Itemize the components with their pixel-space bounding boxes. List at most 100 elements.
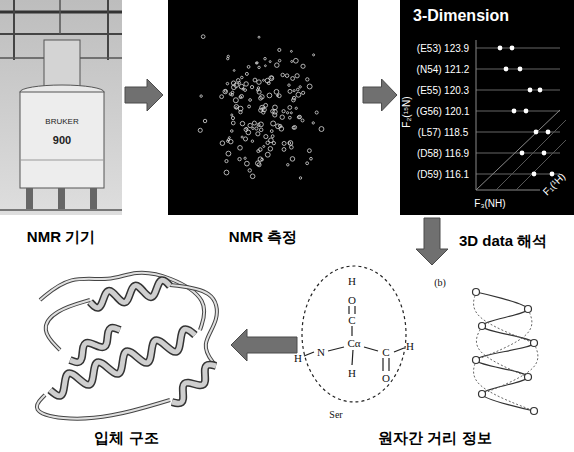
nmr-instrument-photo: [0, 209, 122, 211]
nmr-instrument-photo: [59, 0, 61, 34]
spectrum-peak: [268, 147, 272, 151]
spectrum-peak: [233, 98, 238, 103]
spectrum-peak: [287, 164, 289, 166]
three-d-spectrum: [476, 111, 560, 112]
spectrum-peak: [293, 90, 295, 92]
spectrum-peak: [510, 46, 515, 51]
atom-label: (b): [434, 277, 446, 288]
axis-label: F₃(NH): [474, 198, 505, 209]
spectrum-peak: [319, 127, 324, 132]
protein-ribbon: [40, 273, 204, 330]
spectrum-peak: [220, 141, 225, 146]
spectrum-peak: [241, 136, 243, 138]
spectrum-peak: [244, 82, 248, 86]
protein-ribbon: [90, 280, 170, 308]
spectrum-peak: [224, 90, 226, 92]
molecule-drawing: [364, 347, 378, 351]
spectrum-peak: [234, 105, 239, 110]
spectrum-peak: [524, 109, 529, 114]
spectrum-peak: [275, 63, 280, 68]
spectrum-peak: [286, 112, 288, 114]
spectrum-peak: [229, 93, 232, 96]
edge-label: 3D data 해석: [456, 232, 550, 251]
spectrum-peak: [542, 151, 547, 156]
protein-ribbon: [70, 328, 120, 362]
spectrum-peak: [312, 122, 314, 124]
spectrum-peak: [256, 62, 258, 64]
helix-drawing: [476, 309, 532, 360]
three-d-spectrum: [476, 48, 560, 49]
spectrum-peak: [285, 74, 289, 78]
atom-label: Ser: [329, 409, 342, 420]
three-d-spectrum: [476, 174, 560, 175]
spectrum-peak: [225, 160, 228, 163]
spectrum-peak: [528, 88, 533, 93]
spectrum-peak: [224, 170, 229, 175]
nmr-instrument-photo: [0, 0, 122, 215]
molecule-drawing: [394, 348, 404, 352]
nmr-instrument-photo: [20, 92, 104, 188]
instrument-marking: BRUKER: [45, 118, 78, 127]
spectrum-peak: [249, 99, 252, 102]
spectrum-peak: [235, 107, 237, 109]
helix-drawing: [525, 306, 532, 313]
spectrum-peak: [267, 93, 272, 98]
spectrum-peak: [269, 61, 271, 63]
block-arrow: [231, 329, 297, 361]
helix-drawing: [531, 408, 538, 415]
spectrum-peak: [263, 145, 265, 147]
spectrum-peak: [250, 85, 253, 88]
three-d-spectrum: [476, 90, 560, 91]
spectrum-peak: [290, 145, 294, 149]
spectrum-peak: [290, 50, 292, 52]
spectrum-peak: [315, 111, 318, 114]
spectrum-peak: [295, 107, 297, 109]
spectrum-peak: [520, 151, 525, 156]
helix-drawing: [482, 343, 538, 394]
spectrum-peak: [277, 94, 281, 98]
spectrum-peak: [201, 35, 205, 39]
three-d-spectrum: [476, 40, 477, 190]
spectrum-peak: [262, 111, 265, 114]
atom-label: O: [348, 294, 356, 306]
spectrum-peak: [299, 86, 301, 88]
molecule-drawing: [352, 350, 353, 365]
spectrum-peak: [498, 46, 503, 51]
spectrum-peak: [288, 106, 292, 110]
process-panel: 입체 구조: [25, 262, 228, 450]
spectrum-peak: [239, 96, 242, 99]
spectrum-peak: [546, 130, 551, 135]
spectrum-peak: [302, 91, 305, 94]
spectrum-peak: [313, 54, 315, 56]
spectrum-peak: [248, 169, 251, 172]
spectrum-peak: [252, 121, 256, 125]
nmr-instrument-photo: [44, 40, 80, 90]
axis-label: (D58) 116.9: [417, 148, 469, 159]
nmr-instrument-photo: [0, 11, 122, 14]
protein-ribbon: [40, 273, 204, 330]
three-d-spectrum: [476, 153, 560, 154]
spectrum-peak: [288, 116, 291, 119]
spectrum-peak: [504, 67, 509, 72]
helix-drawing: [531, 340, 538, 347]
spectrum-peak: [231, 130, 234, 133]
protein-ribbon: [172, 365, 216, 404]
spectrum-peak: [259, 128, 263, 132]
atom-label: Cα: [347, 337, 360, 349]
helix-drawing: [476, 326, 528, 377]
spectrum-peak: [220, 95, 224, 99]
helix-drawing: [479, 391, 486, 398]
spectrum-peak: [296, 92, 301, 97]
spectrum-peak: [252, 127, 254, 129]
spectrum-peak: [246, 130, 251, 135]
spectrum-peak: [255, 127, 258, 130]
spectrum-peak: [257, 149, 260, 152]
spectrum-peak: [253, 78, 257, 82]
spectrum-peak: [301, 119, 304, 122]
spectrum-peak: [512, 109, 517, 114]
protein-ribbon: [37, 273, 217, 419]
molecule-drawing: [304, 352, 314, 356]
